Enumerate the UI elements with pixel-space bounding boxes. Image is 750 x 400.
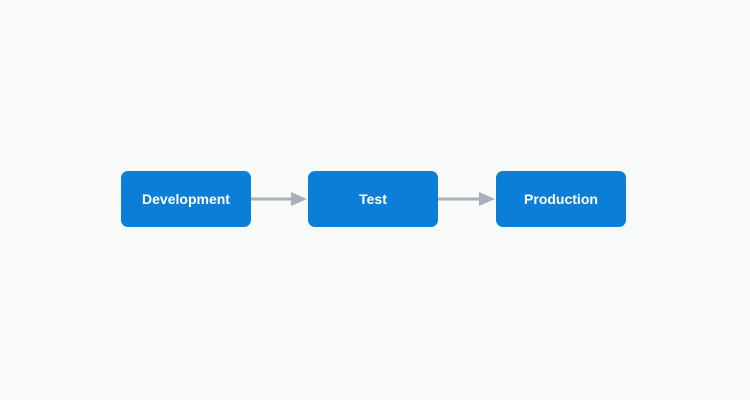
stage-test: Test: [308, 171, 438, 227]
stage-production: Production: [496, 171, 626, 227]
stage-label: Production: [524, 191, 598, 207]
arrow-test-to-prod: [438, 192, 495, 206]
arrow-dev-to-test: [251, 192, 307, 206]
stage-development: Development: [121, 171, 251, 227]
stage-label: Development: [142, 191, 230, 207]
stage-label: Test: [359, 191, 387, 207]
